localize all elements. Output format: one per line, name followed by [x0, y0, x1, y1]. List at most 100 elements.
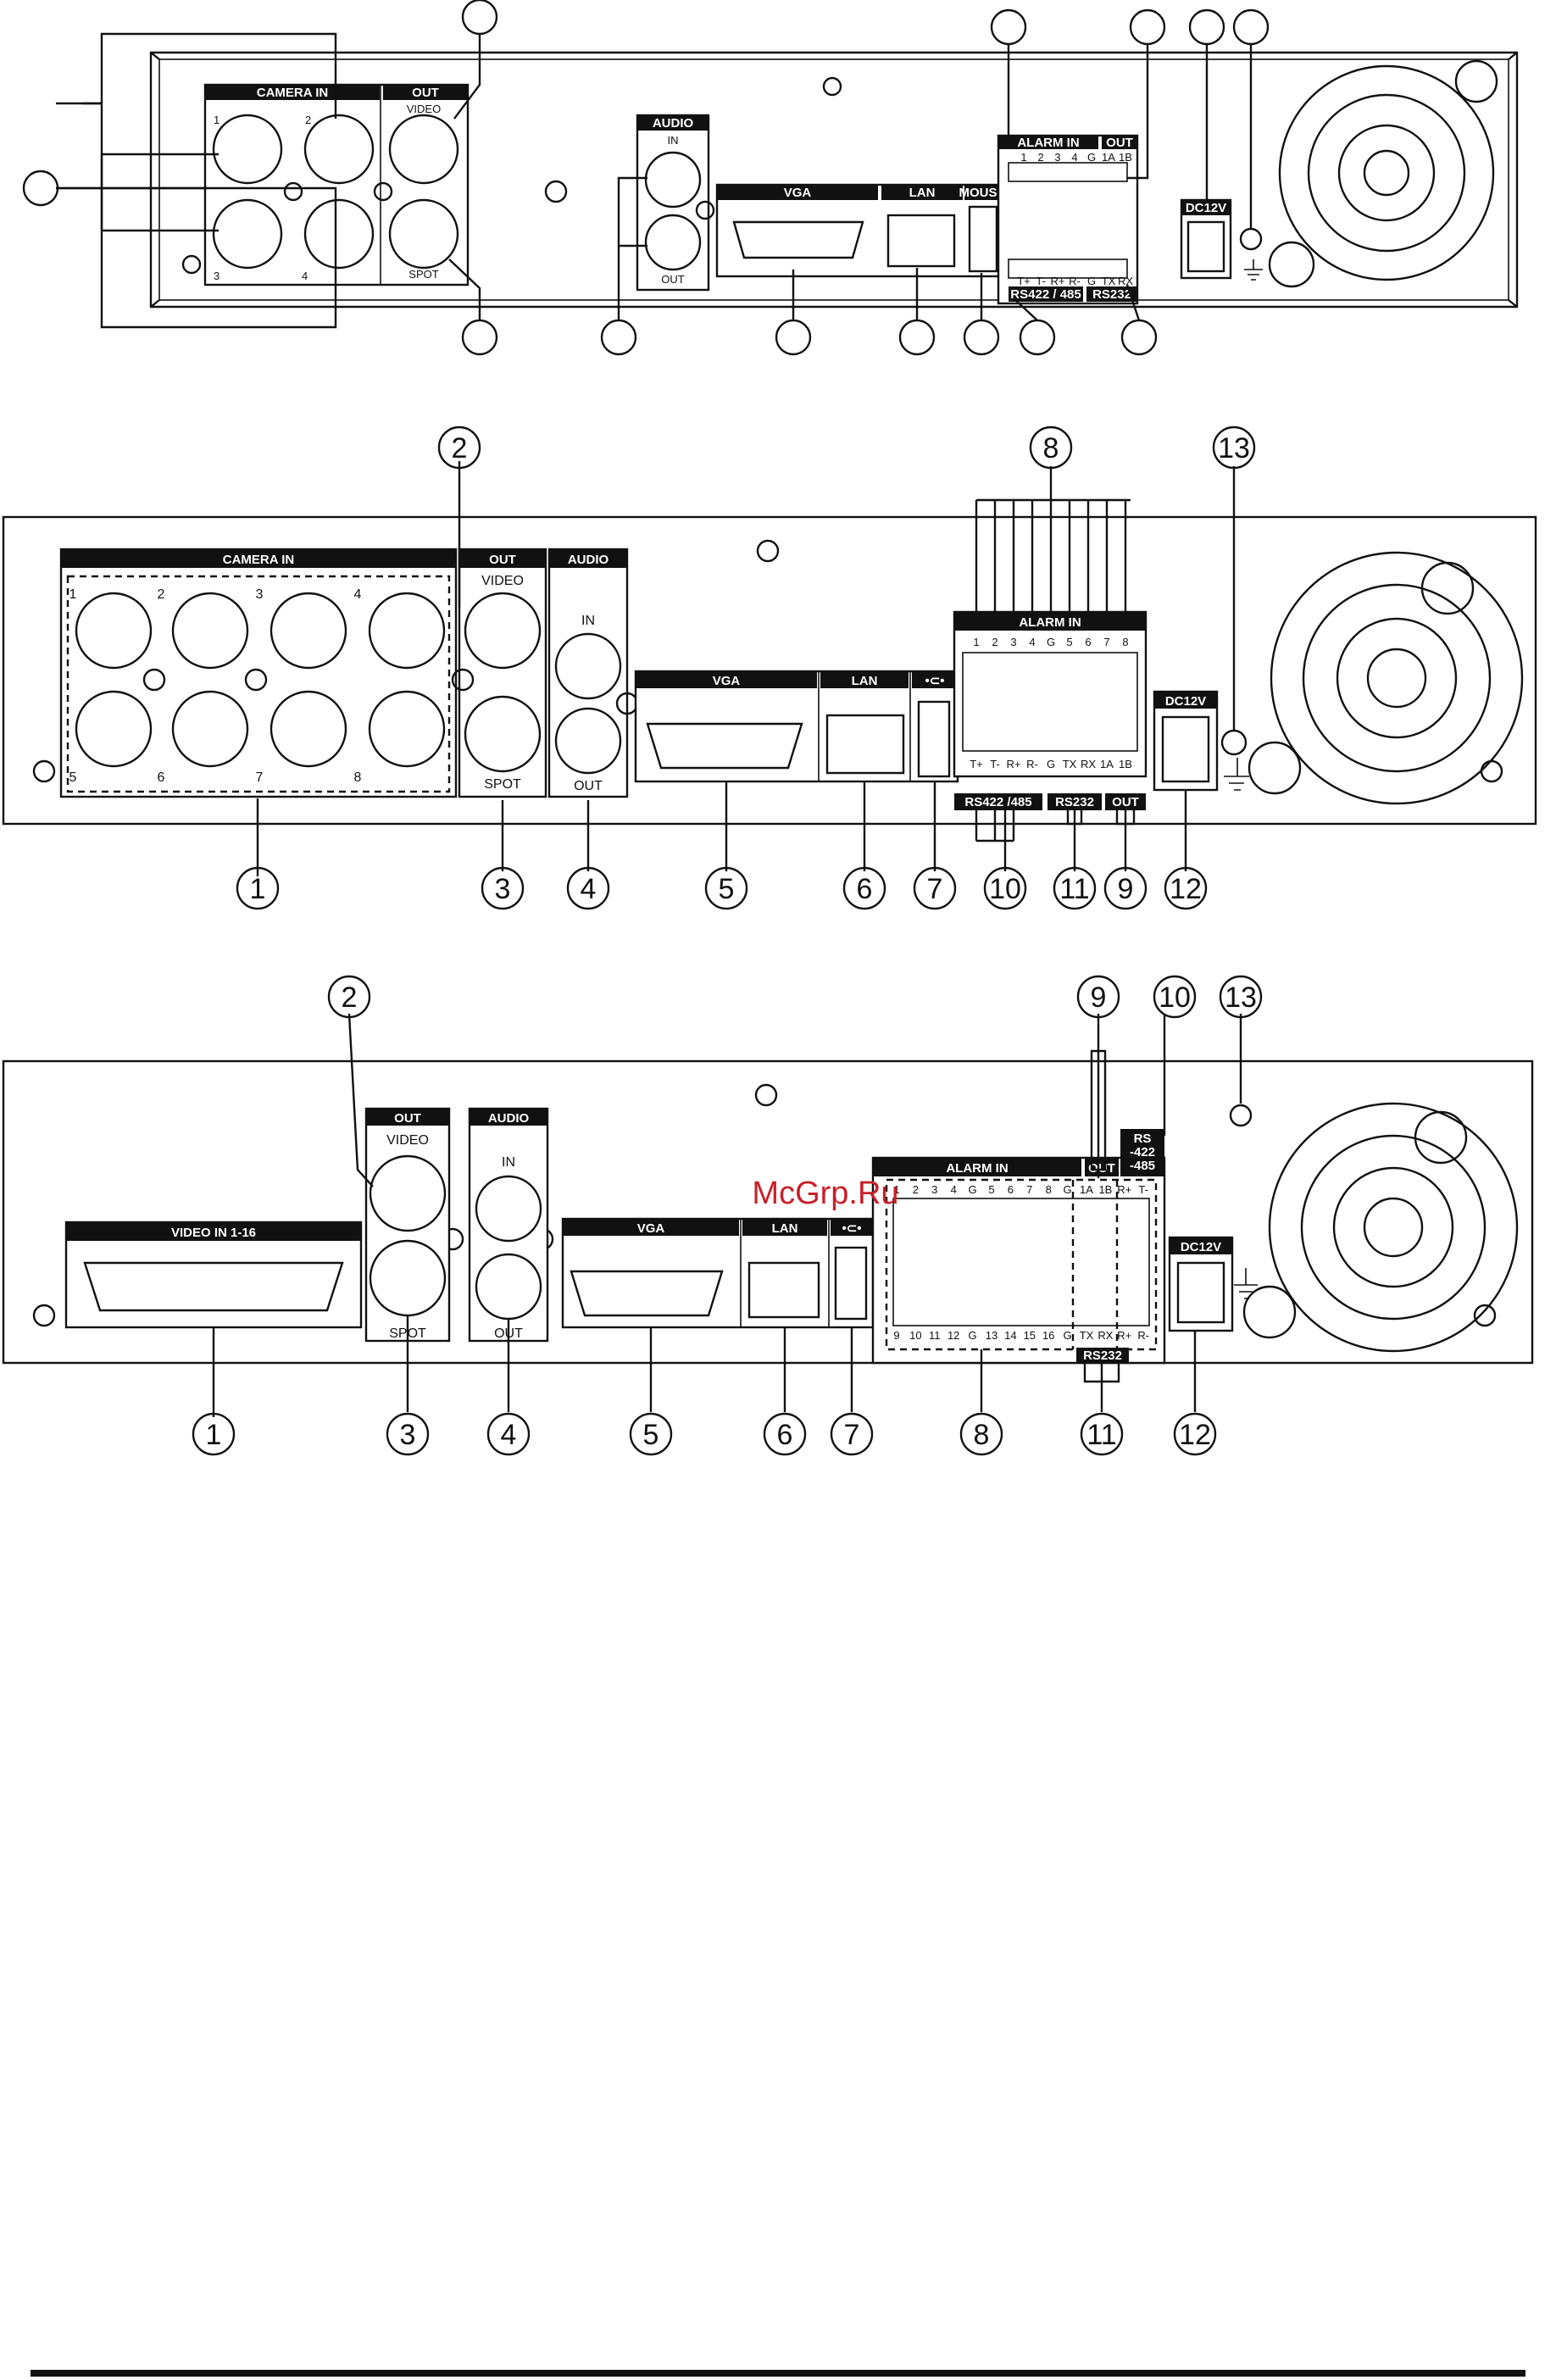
- top-fan: [1268, 59, 1498, 288]
- mid-cam-num-3: 3: [256, 587, 264, 602]
- bot-callout-1: [192, 1412, 236, 1456]
- bot-alarm-in-label: ALARM IN: [946, 1161, 1008, 1176]
- mid-alarm-pin-bottom: 1B: [1119, 758, 1132, 770]
- mid-callout-number: 7: [927, 873, 943, 905]
- mid-callout-7: [913, 866, 957, 910]
- bot-callout-number: 3: [400, 1419, 416, 1451]
- top-cam-num-4: 4: [302, 270, 308, 282]
- bot-video-in-label: VIDEO IN 1-16: [171, 1226, 256, 1240]
- mid-callout-13: [1212, 425, 1256, 470]
- mid-camera-2-connector: [171, 592, 249, 670]
- top-alarm-pin-top: 4: [1071, 151, 1077, 164]
- mid-camera-5-connector: [75, 690, 153, 768]
- mid-callout-4: [566, 866, 610, 910]
- top-camera-2-connector: [303, 114, 375, 185]
- bot-alarm-pin-top: 3: [931, 1183, 937, 1196]
- bot-alarm-pin-bottom: G: [1064, 1329, 1072, 1342]
- top-alarm-pin-bottom: TX: [1102, 275, 1116, 287]
- mid-alarm-pin-bottom: T+: [970, 758, 983, 770]
- top-alarm-pin-top: 1A: [1102, 151, 1115, 164]
- mid-out-label: OUT: [489, 553, 516, 567]
- mid-alarm-pin-bottom: TX: [1063, 758, 1077, 770]
- top-dc-label: DC12V: [1186, 201, 1226, 215]
- bot-dc-connector: [1176, 1261, 1225, 1324]
- mid-callout-number: 12: [1170, 873, 1202, 905]
- bot-fan: [1242, 1102, 1519, 1353]
- mid-alarm-pin-top: 8: [1122, 636, 1128, 648]
- bot-callout-number: 2: [342, 981, 358, 1014]
- bot-callout-number: 4: [501, 1419, 517, 1451]
- top-alarm-pin-top: 2: [1037, 151, 1043, 164]
- mid-alarm-out-label: OUT: [1112, 795, 1139, 809]
- top-camera-4-connector: [303, 198, 375, 270]
- bot-alarm-pin-bottom: 14: [1004, 1329, 1016, 1342]
- mid-alarm-pin-bottom: G: [1047, 758, 1055, 770]
- mid-cam-num-1: 1: [69, 587, 77, 602]
- bot-callout-number: 13: [1225, 981, 1257, 1014]
- mid-camera-7-connector: [270, 690, 347, 768]
- bot-alarm-pin-top: G: [1064, 1183, 1072, 1196]
- mid-cam-num-7: 7: [256, 770, 264, 785]
- top-alarm-out-label: OUT: [1106, 136, 1133, 150]
- top-alarm-in-label: ALARM IN: [1017, 136, 1079, 150]
- top-alarm-pin-top: 3: [1054, 151, 1060, 164]
- top-cam-num-2: 2: [305, 114, 311, 126]
- mid-callout-number: 13: [1218, 432, 1250, 464]
- mid-callout-number: 8: [1043, 432, 1059, 464]
- top-alarm-pin-bottom: R+: [1051, 275, 1065, 287]
- mid-callout-number: 6: [857, 873, 873, 905]
- bot-alarm-pin-bottom: G: [969, 1329, 977, 1342]
- bot-callout-7: [830, 1412, 874, 1456]
- top-cam-num-3: 3: [214, 270, 220, 282]
- mid-callout-number: 2: [452, 432, 468, 464]
- mid-alarm-pin-top: 5: [1066, 636, 1072, 648]
- bot-callout-13: [1219, 975, 1263, 1019]
- bot-alarm-pin-bottom: 16: [1042, 1329, 1054, 1342]
- mid-callout-1: [236, 866, 280, 910]
- mid-callout-9: [1103, 866, 1148, 910]
- mid-callout-3: [481, 866, 525, 910]
- mid-camera-3-connector: [270, 592, 347, 670]
- mid-dc-connector: [1161, 715, 1210, 783]
- mid-callout-2: [437, 425, 481, 470]
- mid-alarm-pin-top: 6: [1085, 636, 1091, 648]
- top-out-label: OUT: [412, 86, 439, 100]
- bot-vga-label: VGA: [637, 1221, 665, 1236]
- top-audio-out-label: OUT: [661, 273, 685, 286]
- mid-camera-1-connector: [75, 592, 153, 670]
- bot-alarm-pin-top: G: [969, 1183, 977, 1196]
- mid-callout-number: 9: [1118, 873, 1134, 905]
- mid-callout-11: [1053, 866, 1097, 910]
- bot-rs232-label: RS232: [1083, 1348, 1122, 1363]
- bot-alarm-pin-bottom: RX: [1098, 1329, 1113, 1342]
- top-camera-3-connector: [212, 198, 283, 270]
- bot-callout-number: 1: [206, 1419, 222, 1451]
- bot-lan-label: LAN: [772, 1221, 798, 1236]
- bot-callout-11: [1080, 1412, 1124, 1456]
- mid-dc-label: DC12V: [1165, 694, 1206, 709]
- mid-cam-num-8: 8: [354, 770, 362, 785]
- mid-alarm-pin-top: G: [1047, 636, 1055, 648]
- top-alarm-pin-bottom: T-: [1036, 275, 1046, 287]
- panel-16ch: VIDEO IN 1-16 OUT VIDEO SPOT AUDIO IN OU…: [2, 975, 1534, 1456]
- top-video-label: VIDEO: [407, 103, 441, 115]
- bot-callout-number: 11: [1086, 1419, 1116, 1451]
- mid-vga-connector: [646, 722, 803, 770]
- mid-rs422-label: RS422 /485: [964, 795, 1031, 809]
- top-alarm-pin-top: 1B: [1119, 151, 1132, 164]
- bot-lan-connector: [747, 1261, 820, 1319]
- top-mouse-label: MOUSE: [959, 186, 1005, 200]
- top-cam-num-1: 1: [214, 114, 220, 126]
- mid-callout-5: [704, 866, 748, 910]
- bot-video-out-connector: [369, 1154, 447, 1232]
- bot-callout-8: [959, 1412, 1003, 1456]
- top-alarm-pin-bottom: R-: [1069, 275, 1081, 287]
- bot-rs485-label: -485: [1130, 1159, 1155, 1173]
- mid-alarm-in-label: ALARM IN: [1019, 615, 1081, 630]
- mid-alarm-pin-top: 4: [1029, 636, 1035, 648]
- bot-callout-number: 6: [777, 1419, 793, 1451]
